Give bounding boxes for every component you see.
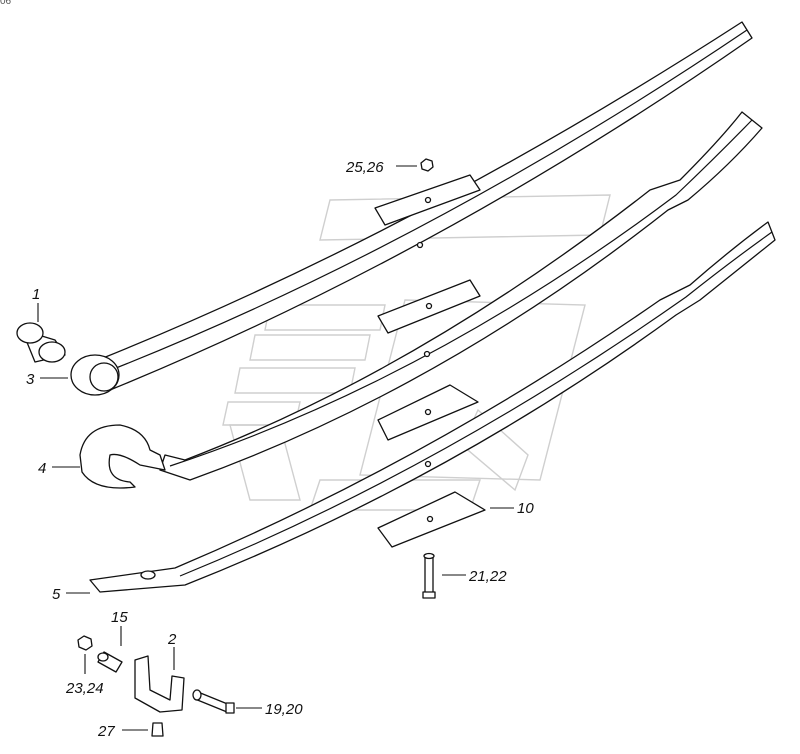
corner-code: 06 xyxy=(0,0,12,7)
callout-19-20: 19,20 xyxy=(265,701,303,718)
center-bolt xyxy=(422,552,436,599)
liner-pad-bottom xyxy=(377,491,486,548)
callout-21-22: 21,22 xyxy=(468,568,507,585)
pin xyxy=(97,651,123,673)
callout-25-26: 25,26 xyxy=(345,159,384,176)
callout-27: 27 xyxy=(97,723,115,740)
small-nut xyxy=(77,635,93,651)
liner-pad-lower-mid xyxy=(377,384,479,441)
center-nut xyxy=(420,158,434,172)
eye-bushing xyxy=(70,354,120,396)
liner-pad-upper-mid xyxy=(377,279,481,334)
u-bracket xyxy=(134,655,185,713)
callout-15: 15 xyxy=(111,609,128,626)
callout-10: 10 xyxy=(517,500,534,517)
callout-5: 5 xyxy=(52,586,61,603)
main-leaf-with-eye xyxy=(102,21,753,391)
bushing-sleeve xyxy=(16,322,66,363)
third-leaf-flat-end xyxy=(89,221,776,593)
callout-23-24: 23,24 xyxy=(65,680,104,697)
callout-1: 1 xyxy=(32,286,40,303)
second-leaf-hooked xyxy=(159,111,763,481)
callout-2: 2 xyxy=(167,631,177,648)
hook-end xyxy=(79,424,166,489)
grease-cap xyxy=(151,722,164,737)
callout-3: 3 xyxy=(26,371,35,388)
shackle-bolt xyxy=(192,689,235,714)
callout-4: 4 xyxy=(38,460,46,477)
liner-pad-top xyxy=(374,174,481,226)
